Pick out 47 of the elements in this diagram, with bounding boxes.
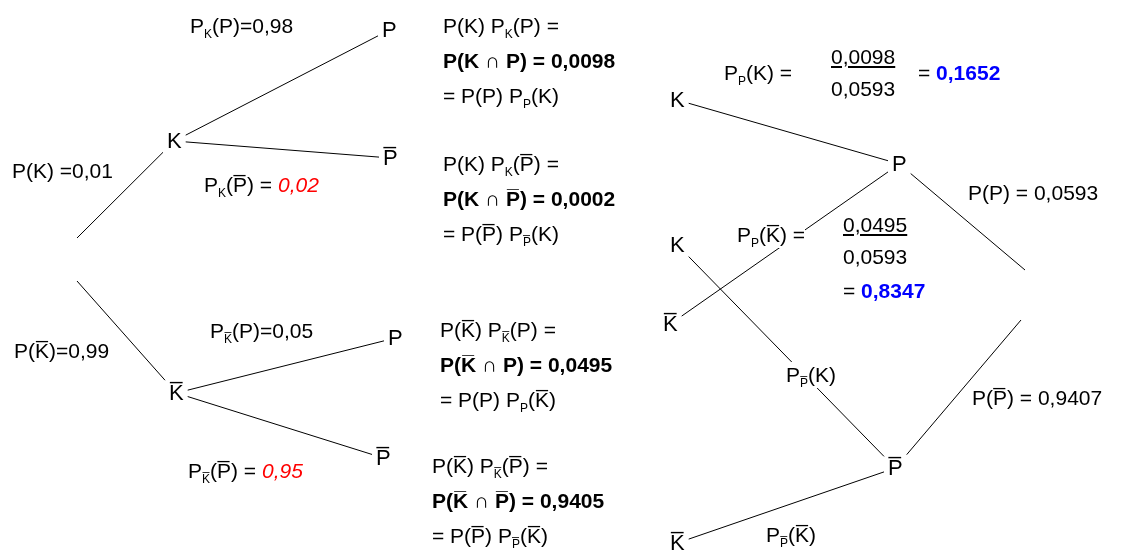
outcome-label: K̅ <box>662 311 679 337</box>
branch-line <box>688 102 889 162</box>
outcome-label: K̅ <box>669 530 686 556</box>
outcome-label: K̅ <box>168 380 185 406</box>
equation-text: = P(P̅) P$_{P̅}$(K) <box>443 221 560 251</box>
branch-line <box>185 141 380 158</box>
branch-line <box>910 173 1026 271</box>
equation-text: = P(P̅) P$_{P̅}$(K̅) <box>432 523 549 553</box>
equation-text: P(K̅) P$_{K̅}$(P) = <box>440 317 557 347</box>
branch-line <box>185 35 379 136</box>
outcome-label: P̅ <box>375 445 392 471</box>
branch-line <box>76 280 166 381</box>
result-value: = 0,8347 <box>843 278 926 304</box>
equation-text: = P(P) P$_{P}$(K̅) <box>440 387 557 417</box>
branch-line <box>187 396 373 455</box>
equation-text: P(K) P$_{K}$(P̅) = <box>443 151 560 181</box>
equation-text: P(K ∩ P) = 0,0098 <box>443 48 616 74</box>
outcome-label: P <box>381 17 398 43</box>
equation-text: P(K ∩ P̅) = 0,0002 <box>443 186 616 212</box>
probability-label: P$_{P̅}$(K̅) <box>766 522 817 548</box>
probability-label: P$_{K}$(P̅) = 0,02 <box>204 172 319 198</box>
outcome-label: K <box>669 87 686 113</box>
probability-label: P(P̅) = 0,9407 <box>972 385 1103 411</box>
fraction-numerator: 0,0098 <box>831 44 896 70</box>
branch-line <box>688 471 885 540</box>
fraction-numerator: 0,0495 <box>843 212 908 238</box>
branch-line <box>76 151 164 239</box>
outcome-label: P <box>891 151 908 177</box>
probability-label: P$_{K̅}$(P̅) = 0,95 <box>188 458 303 484</box>
equation-text: P(K̅ ∩ P̅) = 0,9405 <box>432 488 605 514</box>
result-value: = 0,1652 <box>918 60 1001 86</box>
probability-label: P$_{P}$(K̅) = <box>737 222 806 248</box>
probability-label: P$_{P̅}$(K) <box>786 362 837 388</box>
outcome-label: K <box>669 232 686 258</box>
fraction-denominator: 0,0593 <box>831 76 896 102</box>
equation-text: = P(P) P$_{P}$(K) <box>443 83 560 113</box>
outcome-label: P̅ <box>887 455 904 481</box>
equation-text: P(K̅) P$_{K̅}$(P̅) = <box>432 453 549 483</box>
fraction-denominator: 0,0593 <box>843 244 908 270</box>
outcome-label: K <box>166 128 183 154</box>
branch-line <box>906 319 1022 456</box>
equation-text: P(K̅ ∩ P) = 0,0495 <box>440 352 613 378</box>
outcome-label: P̅ <box>382 145 399 171</box>
outcome-label: P <box>387 325 404 351</box>
branch-line <box>187 340 385 391</box>
equation-text: P(K) P$_{K}$(P) = <box>443 13 560 43</box>
probability-label: P(K̅)=0,99 <box>14 338 110 364</box>
